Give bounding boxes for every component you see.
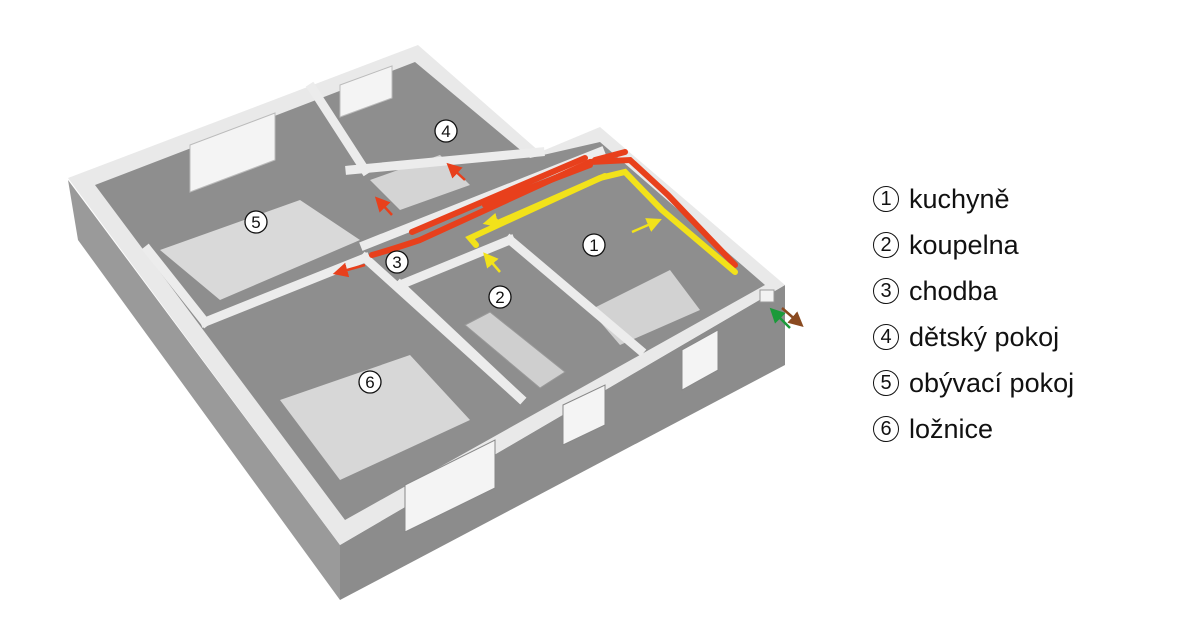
room-marker-2: 2	[488, 285, 512, 309]
bathtub	[464, 311, 566, 389]
supply-ducts	[369, 149, 738, 268]
window	[404, 439, 496, 533]
legend-label: ložnice	[909, 413, 994, 444]
room-marker-6: 6	[358, 370, 382, 394]
legend-item: 3 chodba	[873, 268, 1074, 314]
legend-label: obývací pokoj	[909, 367, 1075, 398]
legend-item: 1 kuchyně	[873, 176, 1074, 222]
room-marker-4: 4	[434, 119, 458, 143]
window	[681, 329, 719, 391]
svg-text:6: 6	[365, 373, 374, 392]
legend-number: 1	[873, 186, 899, 212]
legend-label: chodba	[909, 275, 998, 306]
legend-item: 2 koupelna	[873, 222, 1074, 268]
room-legend: 1 kuchyně 2 koupelna 3 chodba 4 dětský pokoj…	[873, 176, 1074, 452]
left-exterior-wall	[68, 180, 340, 600]
air-arrows	[332, 162, 804, 329]
legend-number: 6	[873, 416, 899, 442]
legend-label: koupelna	[909, 229, 1019, 260]
svg-text:5: 5	[251, 213, 260, 232]
window	[339, 65, 393, 118]
window	[562, 384, 606, 446]
legend-item: 4 dětský pokoj	[873, 314, 1074, 360]
floor-room-6	[280, 355, 470, 480]
floor-room-5	[160, 200, 360, 300]
legend-number: 3	[873, 278, 899, 304]
floor-room-4	[370, 155, 470, 210]
house-floorplan-diagram: 1 2 3 4 5 6	[68, 45, 804, 600]
room-marker-3: 3	[385, 250, 409, 274]
extract-ducts	[465, 168, 738, 275]
window	[189, 112, 276, 193]
legend-number: 4	[873, 324, 899, 350]
legend-label: dětský pokoj	[909, 321, 1060, 352]
room-marker-5: 5	[244, 210, 268, 234]
room-markers: 1 2 3 4 5 6	[244, 119, 606, 394]
legend-item: 6 ložnice	[873, 406, 1074, 452]
legend-number: 2	[873, 232, 899, 258]
legend-number: 5	[873, 370, 899, 396]
legend-label: kuchyně	[909, 183, 1010, 214]
room-marker-1: 1	[582, 233, 606, 257]
ventilation-unit-outlet	[759, 289, 775, 303]
svg-text:3: 3	[392, 253, 401, 272]
svg-text:1: 1	[589, 236, 598, 255]
legend-item: 5 obývací pokoj	[873, 360, 1074, 406]
svg-text:2: 2	[495, 288, 504, 307]
svg-text:4: 4	[441, 122, 450, 141]
